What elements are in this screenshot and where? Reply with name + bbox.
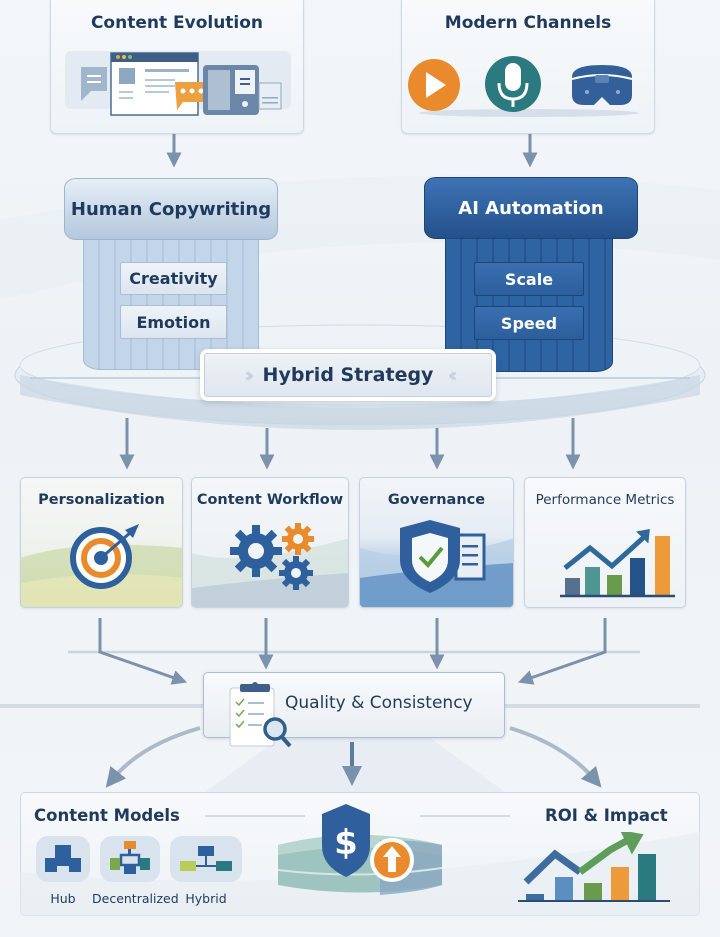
- decentralized-model-icon: [100, 836, 160, 882]
- modern-channels-panel: Modern Channels: [401, 0, 655, 134]
- dollar-shield-growth-icon: $: [277, 804, 443, 895]
- card-governance: Governance: [359, 477, 514, 608]
- human-pillar-body: [83, 230, 259, 370]
- content-workflow-title: Content Workflow: [196, 492, 344, 508]
- governance-title: Governance: [387, 492, 486, 508]
- vr-headset-icon: [571, 65, 633, 105]
- modern-channels-title: Modern Channels: [444, 13, 612, 33]
- multi-device-content-icon: [65, 51, 291, 116]
- hybrid-strategy-label: Hybrid Strategy: [262, 364, 434, 386]
- ai-automation-cap: AI Automation: [424, 177, 638, 239]
- target-icon: [21, 524, 182, 607]
- card-content-workflow: Content Workflow: [191, 477, 349, 608]
- human-copywriting-title: Human Copywriting: [70, 198, 272, 220]
- content-models-title: Content Models: [34, 806, 180, 825]
- decentralized-label: Decentralized: [92, 891, 179, 906]
- scale-tag: Scale: [474, 262, 584, 296]
- hybrid-strategy-banner: ›› Hybrid Strategy ‹‹: [200, 349, 496, 401]
- arrow-quality-to-models: [105, 726, 201, 788]
- hybrid-model-icon: [170, 836, 242, 882]
- speed-tag: Speed: [474, 306, 584, 340]
- quality-consistency-label: Quality & Consistency: [285, 693, 473, 713]
- hub-model-icon: [36, 836, 90, 882]
- chevron-left-icon: ‹‹: [447, 363, 458, 387]
- human-copywriting-cap: Human Copywriting: [64, 178, 278, 240]
- svg-text:$: $: [334, 823, 358, 863]
- content-evolution-panel: Content Evolution: [50, 0, 304, 134]
- shield-check-icon: [360, 520, 513, 607]
- clipboard-magnifier-icon: [229, 682, 292, 748]
- creativity-tag: Creativity: [120, 262, 227, 295]
- video-play-icon: [408, 59, 460, 111]
- performance-metrics-title: Performance Metrics: [535, 492, 675, 508]
- arrow-personalization-to-quality: [98, 618, 188, 685]
- arrow-quality-to-roi: [509, 726, 602, 788]
- microphone-icon: [485, 56, 541, 112]
- emotion-tag: Emotion: [120, 305, 227, 339]
- bar-chart-trend-icon: [560, 529, 675, 598]
- content-evolution-title: Content Evolution: [90, 13, 264, 33]
- ai-pillar-body: [445, 230, 613, 372]
- roi-impact-title: ROI & Impact: [545, 806, 668, 825]
- hybrid-label: Hybrid: [185, 891, 227, 906]
- card-personalization: Personalization: [20, 477, 183, 608]
- channels-icons: [408, 56, 639, 117]
- hub-label: Hub: [50, 891, 76, 906]
- roi-chart-icon: [518, 832, 670, 902]
- card-performance-metrics: Performance Metrics: [524, 477, 686, 608]
- gears-icon: [192, 523, 348, 607]
- ai-automation-title: AI Automation: [458, 197, 604, 219]
- chevron-right-icon: ››: [244, 363, 255, 387]
- arrow-metrics-to-quality: [517, 618, 607, 685]
- personalization-title: Personalization: [38, 492, 165, 508]
